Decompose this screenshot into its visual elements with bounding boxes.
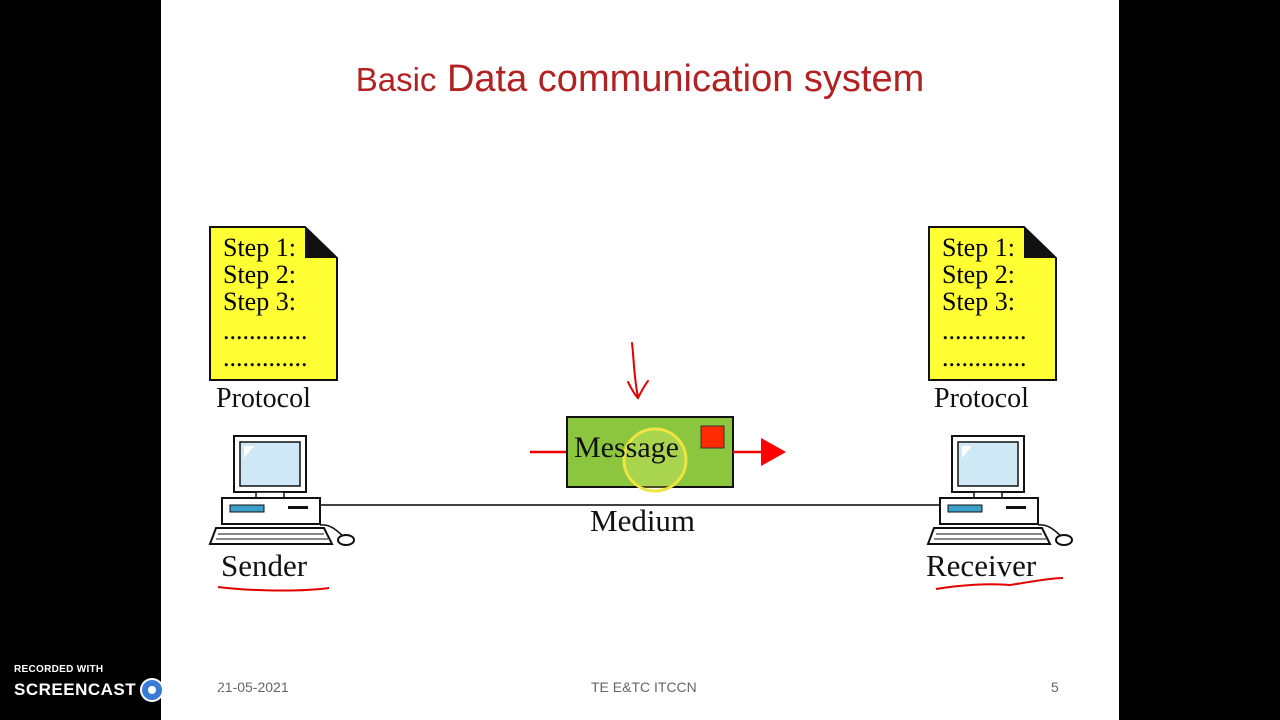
step-line: .............	[223, 316, 308, 345]
step-line: Step 2:	[223, 260, 296, 289]
receiver-label: Receiver	[926, 548, 1037, 583]
footer-date: 21-05-2021	[217, 679, 289, 695]
computer-icon	[926, 435, 1073, 546]
hand-drawn-arrow-icon	[627, 342, 649, 400]
step-line: Step 3:	[942, 287, 1015, 316]
title-main: Data communication system	[446, 58, 925, 100]
slide-title: Basic Data communication system	[161, 58, 1119, 101]
screencast-watermark: RECORDED WITH SCREENCAST MATIC	[14, 664, 223, 702]
footer-course: TE E&TC ITCCN	[591, 679, 697, 695]
step-line: Step 1:	[942, 233, 1015, 262]
recorded-with-text: RECORDED WITH	[14, 664, 104, 675]
sender-underline	[217, 586, 330, 592]
protocol-document-left: Step 1: Step 2: Step 3: ............. ..…	[209, 226, 339, 382]
brand-text: SCREENCAST MATIC	[14, 678, 223, 702]
title-prefix: Basic	[355, 61, 437, 98]
protocol-steps-left: Step 1: Step 2: Step 3: ............. ..…	[223, 234, 308, 371]
medium-label: Medium	[590, 503, 696, 538]
step-line: Step 3:	[223, 287, 296, 316]
square-icon	[700, 425, 725, 449]
record-icon	[140, 678, 165, 702]
page-number: 5	[1051, 679, 1059, 695]
protocol-label-left: Protocol	[216, 383, 311, 414]
computer-icon	[208, 435, 355, 546]
step-line: .............	[942, 316, 1027, 345]
receiver-underline	[935, 577, 1064, 590]
step-line: .............	[223, 343, 308, 372]
sender-label: Sender	[221, 548, 308, 583]
message-label: Message	[574, 431, 679, 464]
document-icon	[928, 226, 1057, 381]
protocol-document-right: Step 1: Step 2: Step 3: ............. ..…	[928, 226, 1058, 382]
brand-right: MATIC	[168, 680, 224, 699]
step-line: Step 1:	[223, 233, 296, 262]
brand-left: SCREENCAST	[14, 680, 137, 699]
step-line: Step 2:	[942, 260, 1015, 289]
step-line: .............	[942, 343, 1027, 372]
protocol-label-right: Protocol	[934, 383, 1029, 414]
arrow-right-icon	[733, 438, 786, 466]
cursor-highlight	[622, 427, 688, 493]
protocol-steps-right: Step 1: Step 2: Step 3: ............. ..…	[942, 234, 1027, 371]
document-icon	[209, 226, 338, 381]
